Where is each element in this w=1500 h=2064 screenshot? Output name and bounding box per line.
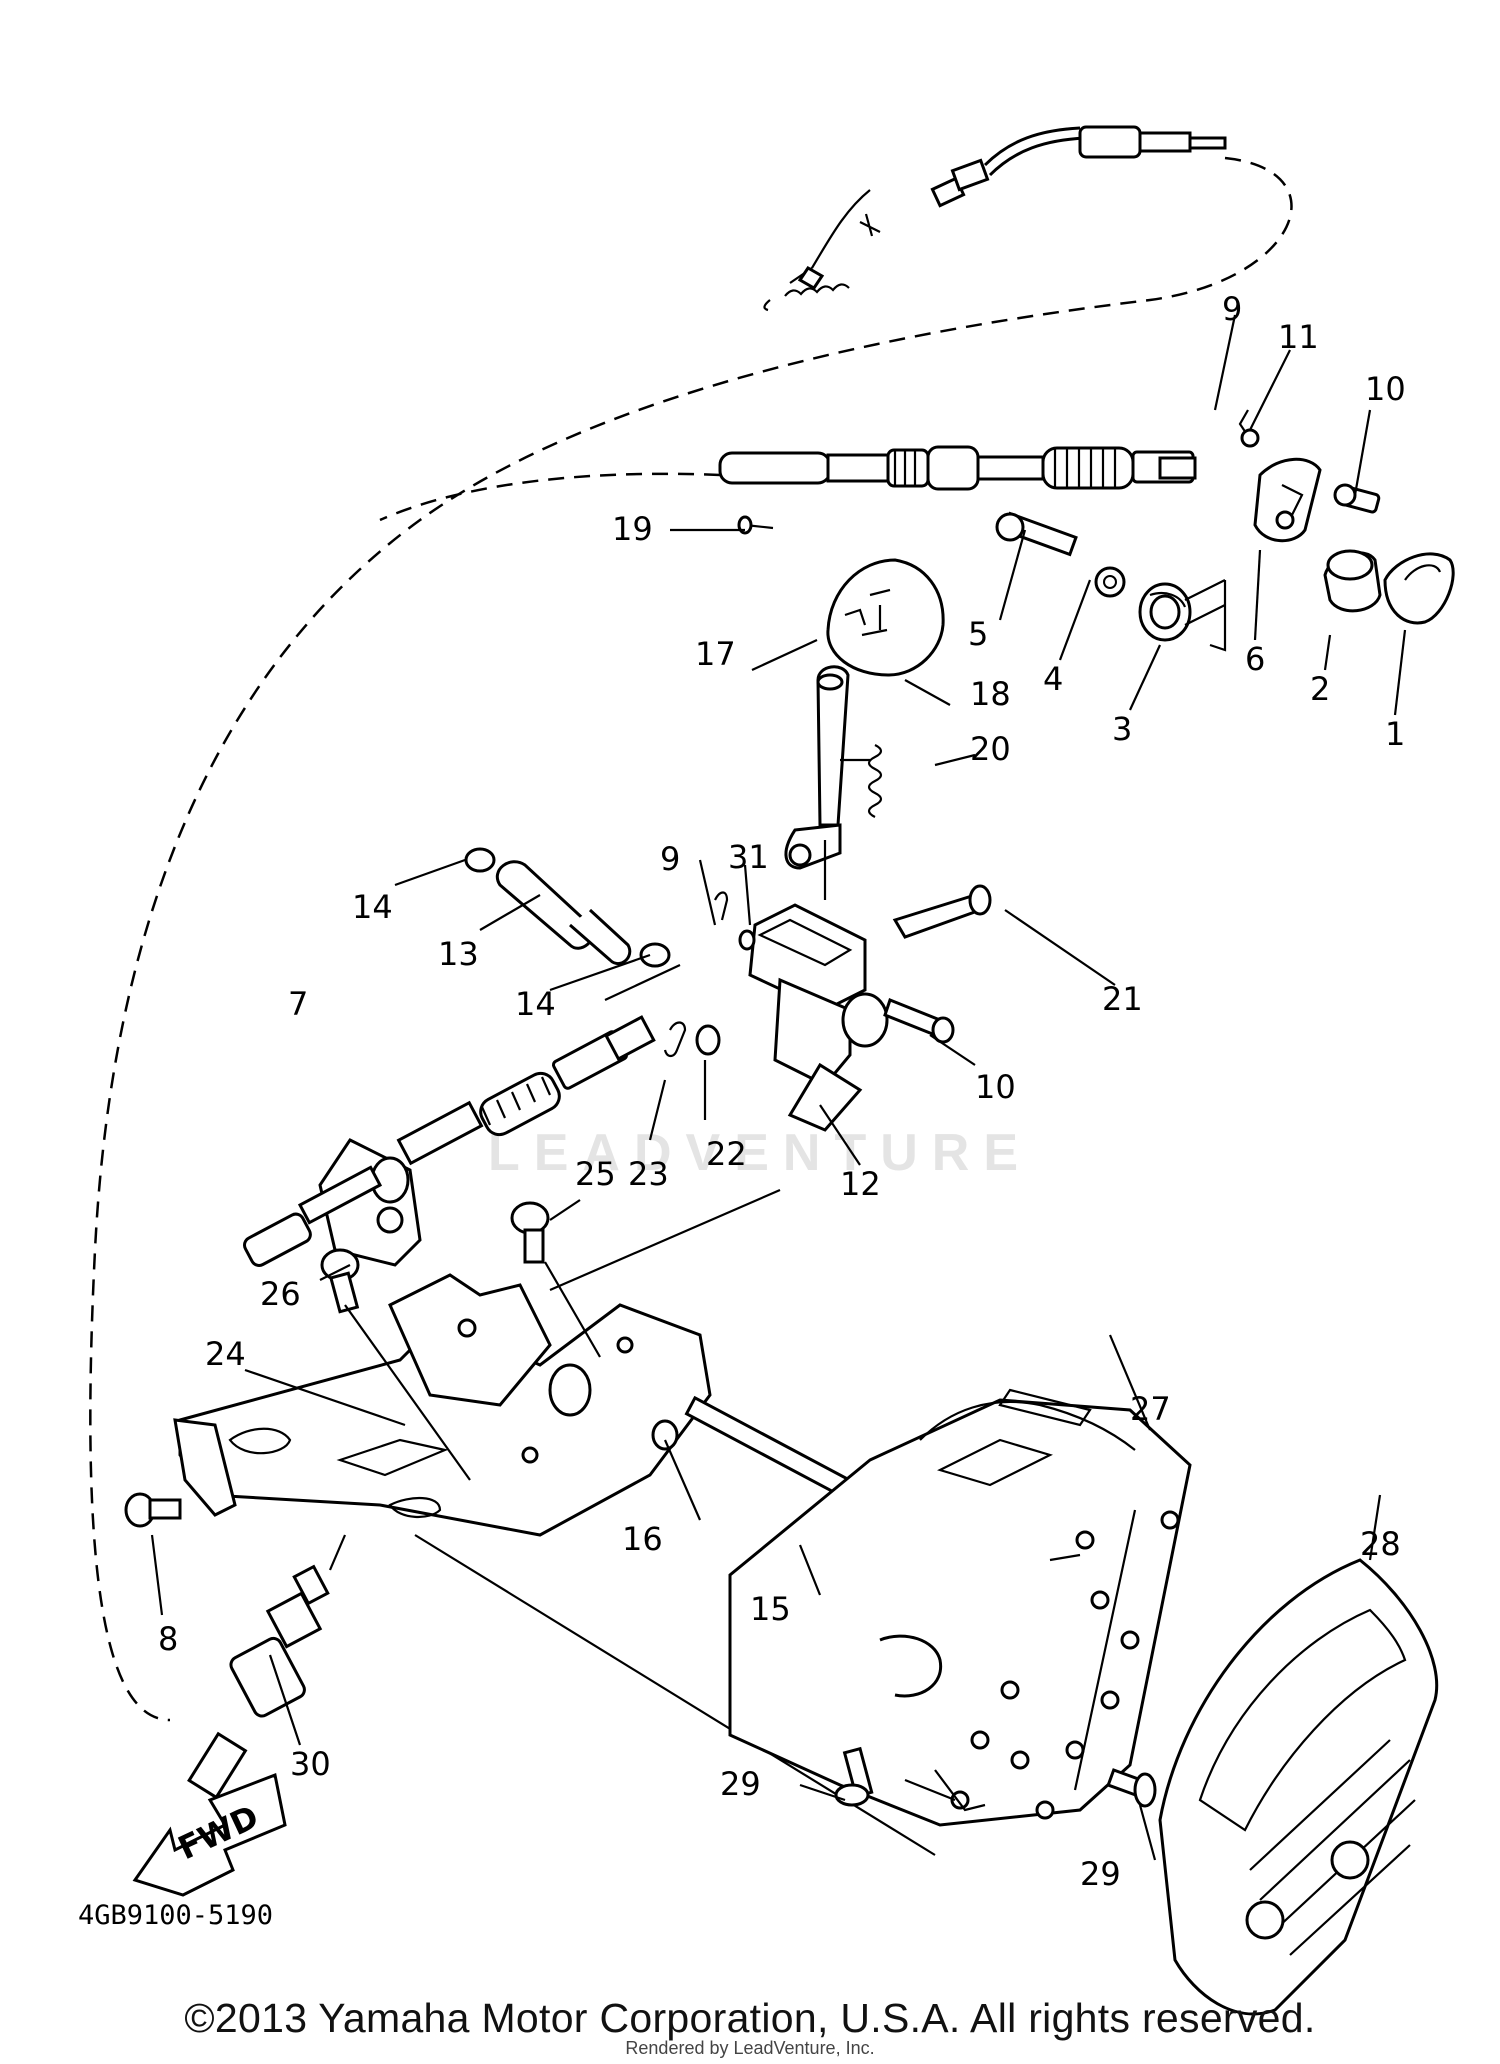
shaft-and-washers xyxy=(464,847,671,968)
callout-21: 21 xyxy=(1102,980,1143,1018)
callout-22: 22 xyxy=(706,1135,747,1173)
upper-shift-cable xyxy=(718,445,1197,491)
callout-19: 19 xyxy=(612,510,653,548)
callout-10-mid: 10 xyxy=(975,1068,1016,1106)
callout-9-mid: 9 xyxy=(660,840,680,878)
callout-29-left: 29 xyxy=(720,1765,761,1803)
shift-lever-assembly xyxy=(737,515,945,870)
callouts: 1 2 3 4 5 6 7 8 9 9 10 10 11 12 13 14 14… xyxy=(158,290,1406,1893)
callout-5: 5 xyxy=(968,615,988,653)
cover-panel xyxy=(728,1388,1192,1827)
drawing-code: 4GB9100-5190 xyxy=(78,1900,274,1931)
callout-9-top: 9 xyxy=(1222,290,1242,328)
callout-4: 4 xyxy=(1043,660,1063,698)
callout-17: 17 xyxy=(695,635,736,673)
callout-14-bottom: 14 xyxy=(515,985,556,1023)
bolts-29 xyxy=(834,1746,1157,1808)
callout-26: 26 xyxy=(260,1275,301,1313)
mounting-bracket xyxy=(124,1201,936,1856)
callout-8: 8 xyxy=(158,1620,178,1658)
cable-routing-dashed xyxy=(89,156,1293,1722)
callout-14-top: 14 xyxy=(352,888,393,926)
callout-6: 6 xyxy=(1245,640,1265,678)
callout-27: 27 xyxy=(1130,1390,1171,1428)
cable-end xyxy=(187,1564,330,1800)
callout-28: 28 xyxy=(1360,1525,1401,1563)
outer-cover xyxy=(1158,1558,1439,2016)
callout-30: 30 xyxy=(290,1745,331,1783)
lower-shift-cable xyxy=(243,1015,656,1267)
callout-11: 11 xyxy=(1278,318,1319,356)
copyright-notice: ©2013 Yamaha Motor Corporation, U.S.A. A… xyxy=(184,1995,1316,2041)
top-cable-assembly xyxy=(763,125,1227,312)
leader-lines xyxy=(150,314,1407,1861)
shift-bracket-assembly xyxy=(549,840,992,1292)
callout-23: 23 xyxy=(628,1155,669,1193)
callout-25: 25 xyxy=(575,1155,616,1193)
rendered-by-notice: Rendered by LeadVenture, Inc. xyxy=(625,2038,875,2058)
callout-20: 20 xyxy=(970,730,1011,768)
callout-24: 24 xyxy=(205,1335,246,1373)
callout-31: 31 xyxy=(728,838,769,876)
callout-2: 2 xyxy=(1310,670,1330,708)
callout-16: 16 xyxy=(622,1520,663,1558)
callout-10-top: 10 xyxy=(1365,370,1406,408)
callout-15: 15 xyxy=(750,1590,791,1628)
callout-29-right: 29 xyxy=(1080,1855,1121,1893)
callout-18: 18 xyxy=(970,675,1011,713)
callout-1: 1 xyxy=(1385,715,1405,753)
shift-arm-parts xyxy=(995,409,1455,652)
callout-7: 7 xyxy=(288,985,308,1023)
watermark-text: LEADVENTURE xyxy=(488,1124,1032,1182)
callout-12: 12 xyxy=(840,1165,881,1203)
callout-3: 3 xyxy=(1112,710,1132,748)
callout-13: 13 xyxy=(438,935,479,973)
